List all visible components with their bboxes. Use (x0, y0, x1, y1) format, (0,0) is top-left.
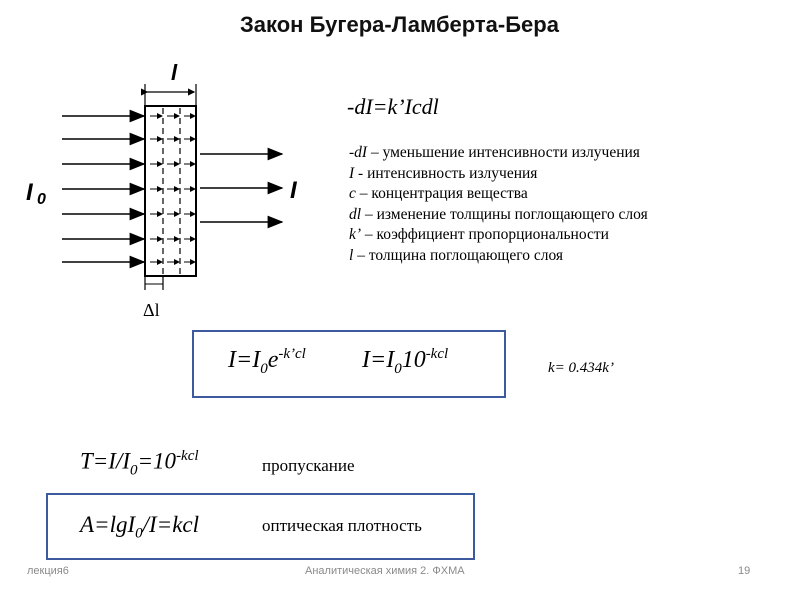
slice-thickness-label: Δl (143, 300, 160, 320)
inner-rays (150, 113, 196, 265)
definition-item: l – толщина поглощающего слоя (349, 246, 648, 267)
footer-course: Аналитическая химия 2. ФХМА (305, 565, 465, 577)
incident-rays (62, 109, 146, 269)
definition-term: -dI (349, 144, 368, 161)
main-equation: -dI=k’Icdl (347, 94, 439, 119)
definition-text: – коэффициент пропорциональности (361, 226, 609, 244)
footer-page-number: 19 (738, 565, 751, 577)
definition-text: – уменьшение интенсивности излучения (367, 144, 640, 161)
absorbance-equation: A=lgI0/I=kcl (80, 512, 200, 542)
decimal-equation: I=I010-kcl (362, 346, 449, 377)
definition-item: k’ – коэффициент пропорциональности (349, 225, 648, 246)
definitions-list: -dI – уменьшение интенсивности излучения… (349, 143, 648, 267)
transmittance-equation: T=I/I0=10-kcl (80, 448, 199, 479)
definition-term: c (349, 185, 356, 203)
k-relation: k= 0.434k’ (548, 360, 614, 376)
incident-intensity-label: I (26, 179, 34, 206)
definition-text: - интенсивность излучения (354, 164, 538, 182)
thickness-label: l (171, 60, 178, 85)
definition-term: l (349, 246, 354, 264)
definition-item: dl – изменение толщины поглощающего слоя (349, 205, 648, 226)
definition-item: I - интенсивность излучения (349, 164, 648, 185)
footer-lecture: лекция6 (27, 565, 69, 577)
transmitted-intensity-label: I (290, 177, 298, 204)
absorbance-label: оптическая плотность (262, 516, 422, 535)
definition-item: c – концентрация вещества (349, 184, 648, 205)
definition-text: – концентрация вещества (355, 185, 528, 203)
exponential-equation: I=I0e-k’cl (228, 346, 306, 377)
slide-title: Закон Бугера-Ламберта-Бера (240, 14, 559, 37)
transmittance-label: пропускание (262, 456, 355, 475)
transmitted-rays (200, 147, 284, 229)
definition-term: k’ (349, 226, 362, 244)
sample-layer (144, 105, 197, 277)
exponential-law-box (192, 330, 506, 398)
incident-intensity-subscript: 0 (37, 191, 46, 208)
absorbance-box (46, 493, 475, 560)
definition-term: dl (349, 205, 362, 223)
definition-text: – изменение толщины поглощающего слоя (361, 205, 648, 223)
definition-term: I (349, 164, 355, 182)
definition-text: – толщина поглощающего слоя (353, 246, 564, 264)
definition-item: -dI – уменьшение интенсивности излучения (349, 143, 648, 164)
